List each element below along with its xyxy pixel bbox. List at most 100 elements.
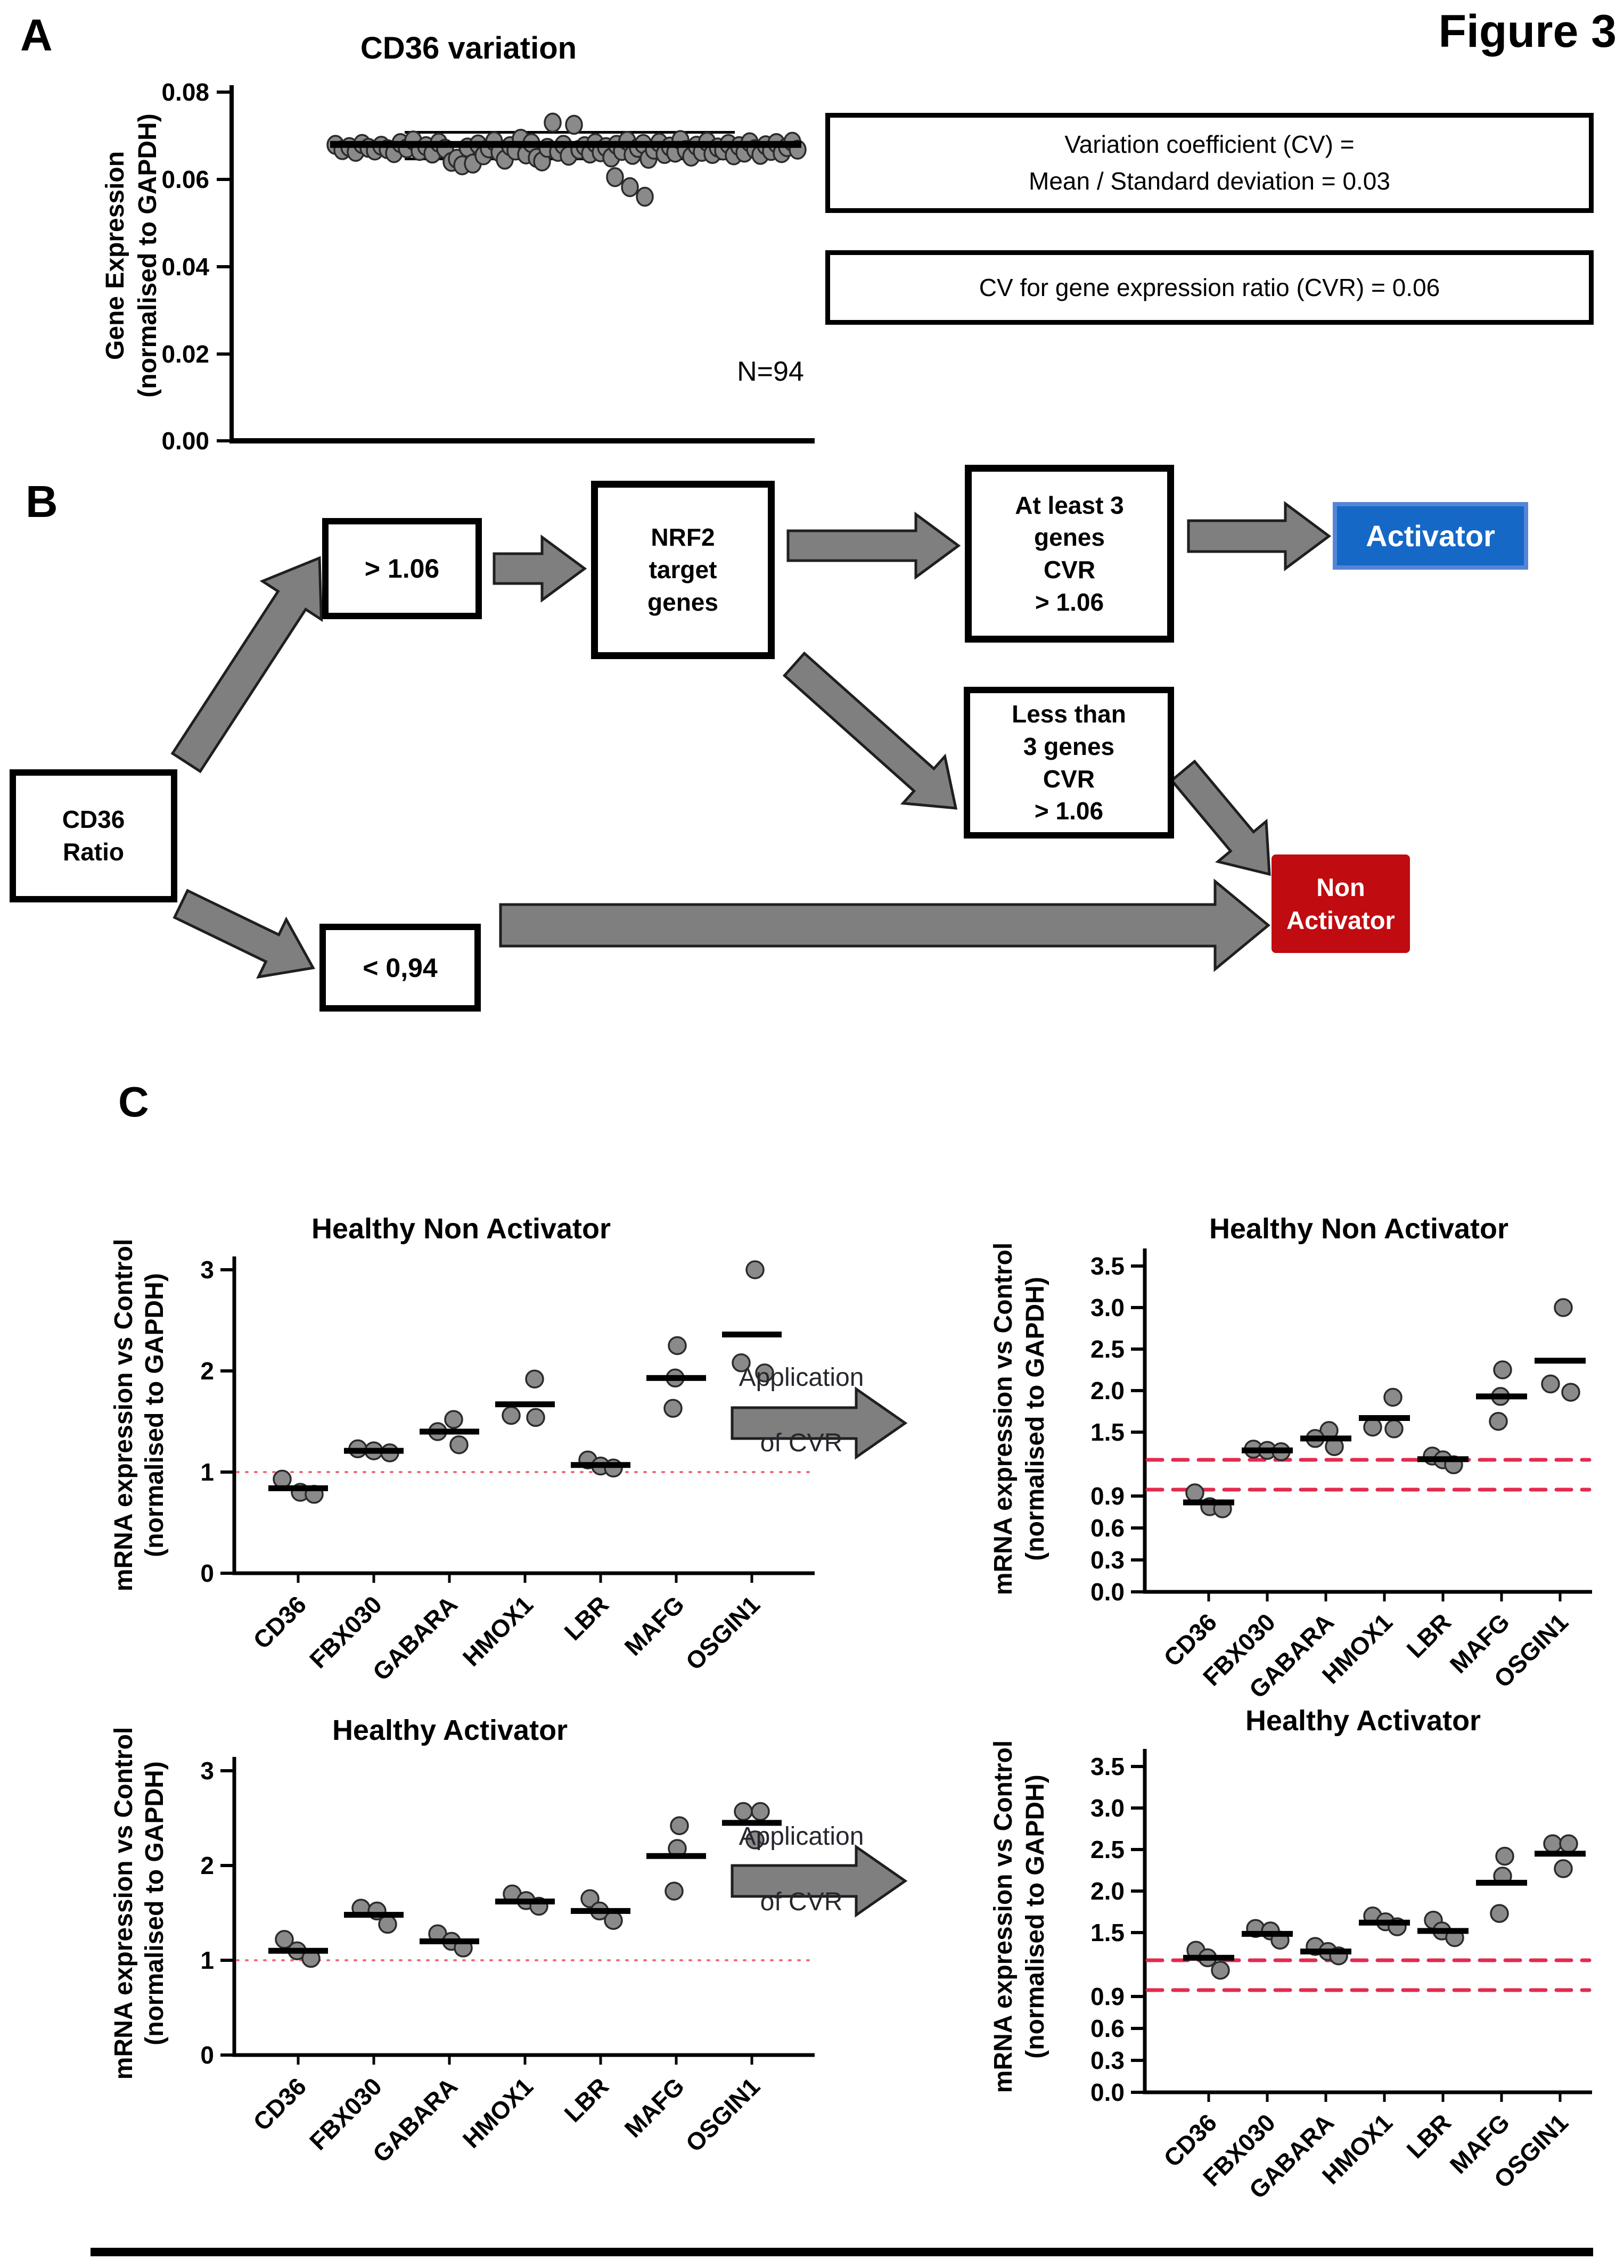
x-tick <box>675 2055 678 2065</box>
x-tick <box>599 2055 602 2065</box>
y-tick <box>1131 1590 1145 1593</box>
y-axis <box>232 1256 236 1573</box>
mean-line <box>330 141 801 148</box>
arrow-gt106-to-nrf2-icon <box>493 535 587 603</box>
y-tick <box>1131 1931 1145 1934</box>
application-line2: of CVR <box>760 1888 843 1917</box>
mean-bar <box>571 1908 630 1914</box>
y-tick-label: 3.0 <box>1090 1294 1125 1321</box>
mean-bar <box>1417 1456 1469 1462</box>
flow-box-lt-094: < 0,94 <box>319 924 481 1012</box>
x-tick <box>448 2055 451 2065</box>
x-axis <box>1143 2090 1592 2094</box>
x-tick <box>297 2055 300 2065</box>
x-category-label: LBR <box>559 2072 614 2127</box>
mean-bar <box>1183 1499 1234 1506</box>
arrow-cd36-to-gt106-icon <box>170 556 323 774</box>
data-point <box>1543 1834 1562 1853</box>
y-tick-label: 0.08 <box>161 78 209 106</box>
y-axis-label: (normalised to GAPDH) <box>141 1273 169 1557</box>
x-tick <box>1383 1592 1386 1601</box>
x-category-label: CD36 <box>248 2072 311 2136</box>
data-point <box>1493 1360 1512 1379</box>
data-point <box>502 1406 521 1425</box>
flow-box-activator: Activator <box>1333 502 1528 570</box>
x-tick <box>1324 1592 1327 1601</box>
application-of-cvr-label-bottom: Application of CVR <box>708 1788 895 1951</box>
data-point <box>1559 1834 1578 1853</box>
x-axis <box>232 2053 815 2057</box>
y-tick-label: 0.06 <box>161 166 209 193</box>
mean-bar <box>1417 1928 1469 1934</box>
data-point <box>665 1881 684 1901</box>
mean-bar <box>646 1853 706 1859</box>
y-axis-label: mRNA expression vs Control <box>110 1727 138 2080</box>
data-point <box>1561 1383 1580 1402</box>
y-tick <box>1131 1264 1145 1268</box>
y-tick <box>220 1864 234 1867</box>
y-tick-label: 0.3 <box>1090 2047 1125 2074</box>
y-tick <box>220 1769 234 1772</box>
data-point <box>1363 1417 1382 1437</box>
data-point <box>565 114 583 135</box>
y-tick <box>1131 1526 1145 1530</box>
x-tick <box>523 1573 527 1583</box>
cvr-value-box: CV for gene expression ratio (CVR) = 0.0… <box>825 250 1594 325</box>
data-point <box>1495 1846 1514 1866</box>
x-category-label: OSGIN1 <box>680 2072 765 2157</box>
y-tick-label: 0.3 <box>1090 1546 1125 1574</box>
x-category-label: MAFG <box>619 1590 690 1661</box>
data-point <box>525 1369 544 1388</box>
y-axis-label: mRNA expression vs Control <box>989 1243 1018 1595</box>
mean-bar <box>1359 1919 1410 1926</box>
x-category-label: CD36 <box>248 1590 311 1654</box>
y-tick <box>1131 1848 1145 1851</box>
mean-bar <box>722 1332 782 1338</box>
x-tick <box>1500 1592 1503 1601</box>
y-tick-label: 2.0 <box>1090 1877 1125 1905</box>
y-tick <box>1131 2027 1145 2030</box>
application-of-cvr-label-top: Application of CVR <box>708 1329 895 1492</box>
y-axis-label: (normalised to GAPDH) <box>1021 1774 1049 2058</box>
y-tick <box>220 1470 234 1474</box>
x-tick <box>1266 2092 1269 2102</box>
arrow-lt094-to-nonactivator-icon <box>499 878 1270 972</box>
y-tick <box>1131 2091 1145 2094</box>
data-point <box>1384 1419 1404 1439</box>
data-point <box>449 1435 469 1455</box>
data-point <box>1554 1298 1573 1317</box>
y-tick-label: 3.5 <box>1090 1753 1125 1780</box>
mean-bar <box>1242 1930 1293 1937</box>
chart-title: CD36 variation <box>360 31 577 65</box>
data-point <box>444 1410 463 1429</box>
x-tick <box>1207 1592 1210 1601</box>
y-axis-label: mRNA expression vs Control <box>110 1239 138 1591</box>
panel-b-label: B <box>26 476 58 527</box>
x-tick <box>1559 2092 1562 2102</box>
mean-bar <box>420 1938 479 1944</box>
mean-bar <box>1359 1415 1410 1421</box>
mean-bar <box>1300 1435 1351 1442</box>
data-point <box>732 1353 751 1373</box>
y-tick-label: 0 <box>200 1559 214 1587</box>
data-point <box>668 1336 687 1355</box>
y-tick <box>217 439 232 442</box>
y-tick-label: 0.04 <box>161 253 209 281</box>
y-tick-label: 2.5 <box>1090 1335 1125 1363</box>
y-tick-label: 1.5 <box>1090 1418 1125 1446</box>
chart-title: Healthy Activator <box>332 1714 568 1746</box>
y-tick <box>1131 1558 1145 1562</box>
y-tick-label: 1 <box>200 1946 214 1974</box>
y-axis <box>229 85 234 441</box>
x-category-label: LBR <box>559 1590 614 1646</box>
chart-title: Healthy Activator <box>1245 1705 1481 1737</box>
y-axis <box>232 1757 236 2055</box>
y-tick-label: 1.5 <box>1090 1919 1125 1946</box>
arrow-lessthan-to-nonactivator-icon <box>1169 759 1271 876</box>
data-point <box>580 1889 600 1909</box>
mean-bar <box>1183 1954 1234 1961</box>
x-tick <box>675 1573 678 1583</box>
arrow-application-cvr-top-icon <box>731 1386 908 1460</box>
